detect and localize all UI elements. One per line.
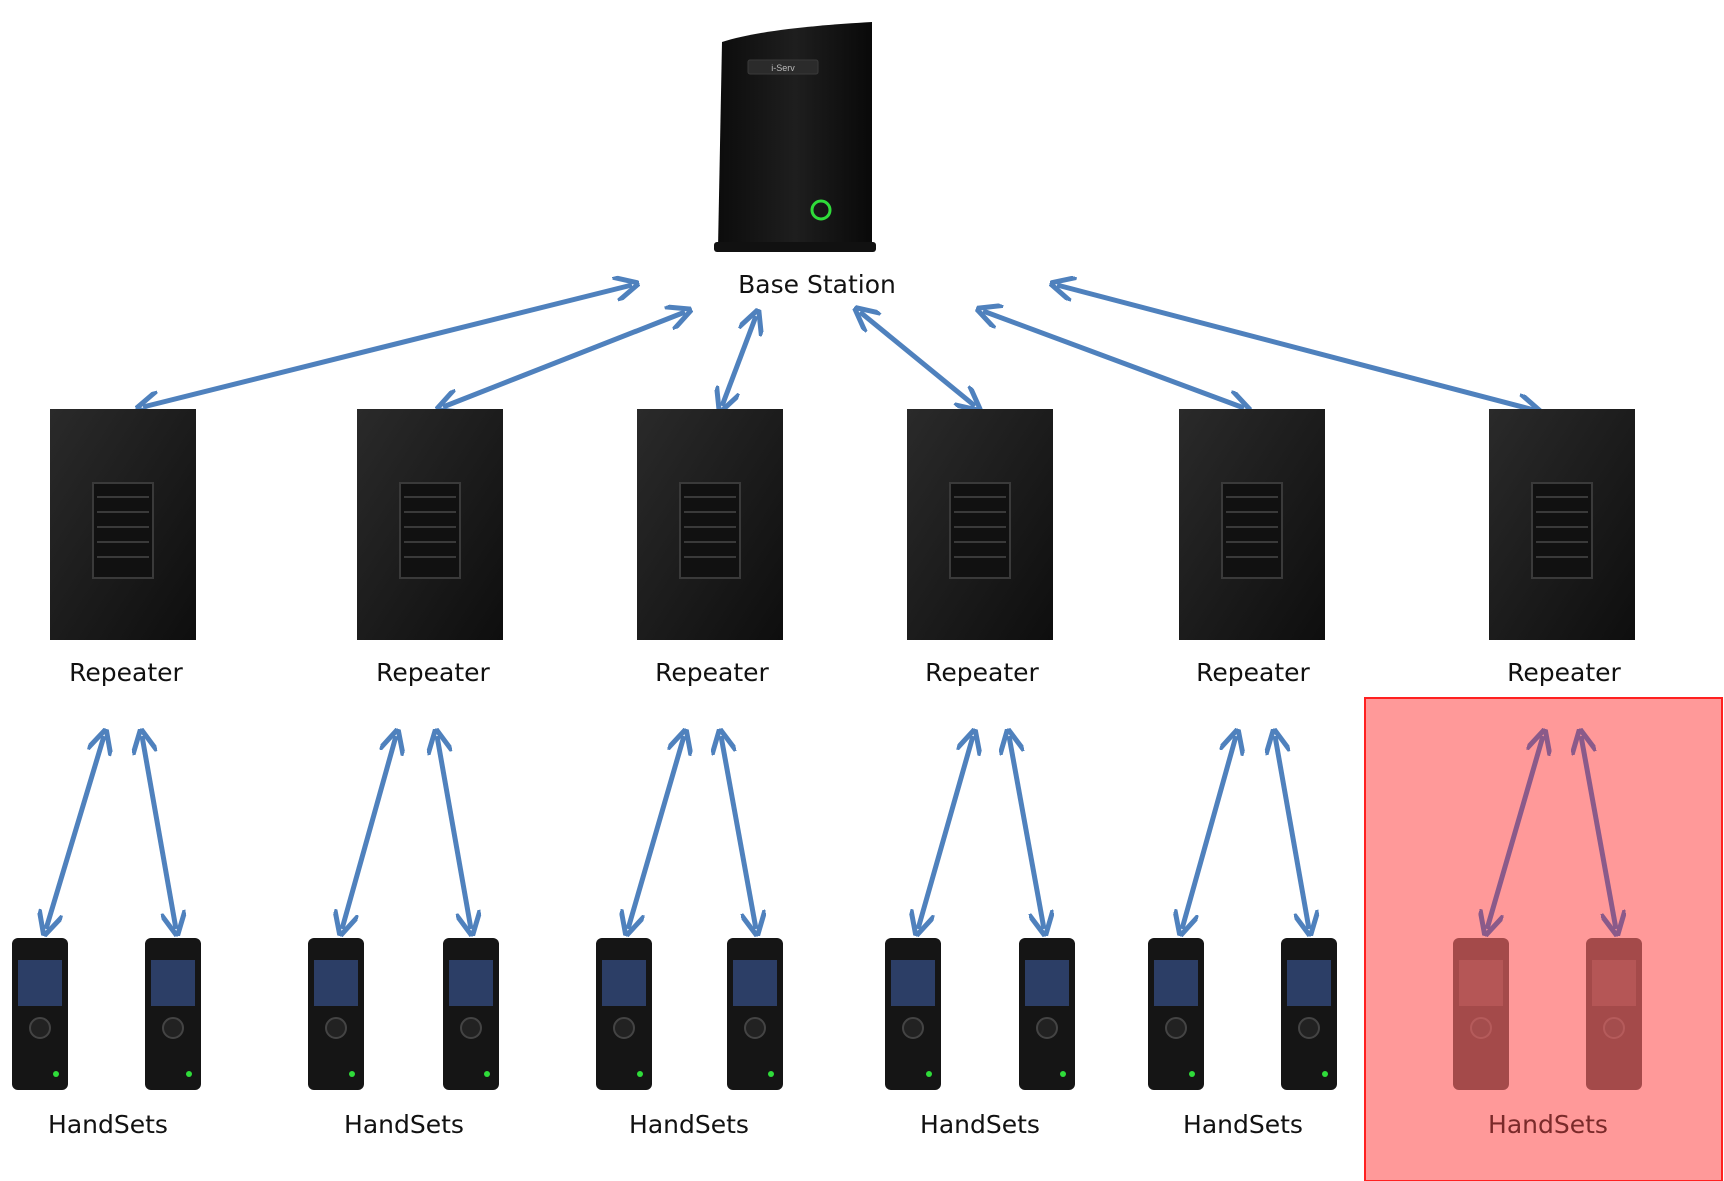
- base-station-label: Base Station: [738, 270, 896, 299]
- handsets-label-4: HandSets: [920, 1110, 1040, 1139]
- link-repeater3-handset-b: [721, 736, 756, 929]
- link-base-repeater-1: [143, 285, 632, 407]
- link-repeater2-handset-a: [342, 736, 396, 929]
- handsets-label-5: HandSets: [1183, 1110, 1303, 1139]
- link-base-repeater-4: [860, 312, 975, 406]
- repeater-device-3: [637, 409, 783, 640]
- link-base-repeater-6: [1057, 285, 1534, 410]
- handset-device: [1281, 938, 1337, 1090]
- power-led-icon: [810, 199, 832, 221]
- repeater-label-6: Repeater: [1507, 658, 1621, 687]
- handset-device: [885, 938, 941, 1090]
- handset-links: [46, 736, 1616, 929]
- link-repeater6-handset-a: [1487, 736, 1543, 929]
- handsets-label-2: HandSets: [344, 1110, 464, 1139]
- handset-pair-2: [308, 938, 499, 1090]
- link-repeater5-handset-b: [1275, 736, 1309, 929]
- handset-pair-3: [596, 938, 783, 1090]
- repeater-label-1: Repeater: [69, 658, 183, 687]
- handset-device: [1453, 938, 1509, 1090]
- handset-device: [1586, 938, 1642, 1090]
- repeater-device-1: [50, 409, 196, 640]
- link-repeater1-handset-b: [142, 736, 176, 929]
- handset-device: [443, 938, 499, 1090]
- handset-pair-1: [12, 938, 201, 1090]
- handset-device: [1148, 938, 1204, 1090]
- base-station-device: i-Serv: [714, 22, 876, 252]
- handset-device: [727, 938, 783, 1090]
- handset-device: [12, 938, 68, 1090]
- handset-device: [308, 938, 364, 1090]
- handsets-label-3: HandSets: [629, 1110, 749, 1139]
- repeater-label-3: Repeater: [655, 658, 769, 687]
- handset-pair-5: [1148, 938, 1337, 1090]
- repeater-device-6: [1489, 409, 1635, 640]
- link-repeater6-handset-b: [1581, 736, 1616, 929]
- base-station-brand: i-Serv: [771, 63, 795, 73]
- highlight-region: [1364, 697, 1723, 1181]
- repeater-label-2: Repeater: [376, 658, 490, 687]
- link-repeater3-handset-a: [628, 736, 684, 929]
- link-repeater2-handset-b: [437, 736, 471, 929]
- link-repeater4-handset-a: [918, 736, 973, 929]
- repeater-label-4: Repeater: [925, 658, 1039, 687]
- link-repeater4-handset-b: [1009, 736, 1044, 929]
- link-base-repeater-3: [722, 316, 756, 406]
- handset-device: [145, 938, 201, 1090]
- link-base-repeater-2: [443, 312, 685, 407]
- link-repeater1-handset-a: [46, 736, 104, 929]
- handset-device: [1019, 938, 1075, 1090]
- repeater-device-4: [907, 409, 1053, 640]
- repeater-device-2: [357, 409, 503, 640]
- handsets-label-6: HandSets: [1488, 1110, 1608, 1139]
- handset-pair-4: [885, 938, 1075, 1090]
- repeater-device-5: [1179, 409, 1325, 640]
- base-links: [143, 285, 1534, 410]
- handset-pair-6: [1453, 938, 1642, 1090]
- handsets-label-1: HandSets: [48, 1110, 168, 1139]
- handset-device: [596, 938, 652, 1090]
- link-repeater5-handset-a: [1182, 736, 1236, 929]
- repeater-label-5: Repeater: [1196, 658, 1310, 687]
